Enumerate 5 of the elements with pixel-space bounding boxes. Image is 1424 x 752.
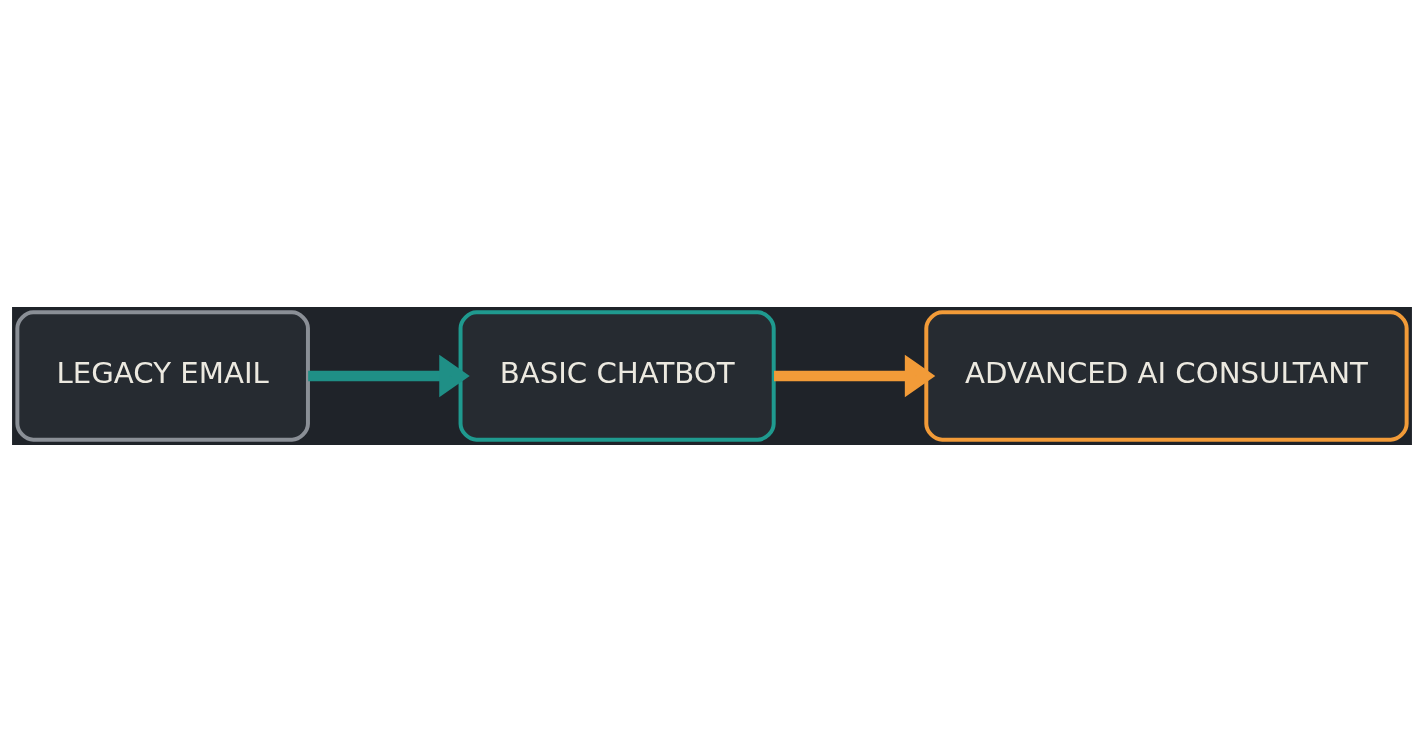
- arrow: [774, 354, 936, 398]
- arrow: [308, 354, 470, 398]
- node-box: BASIC CHATBOT: [458, 310, 776, 442]
- node-box: LEGACY EMAIL: [15, 310, 310, 442]
- node-box: ADVANCED AI CONSULTANT: [924, 310, 1409, 442]
